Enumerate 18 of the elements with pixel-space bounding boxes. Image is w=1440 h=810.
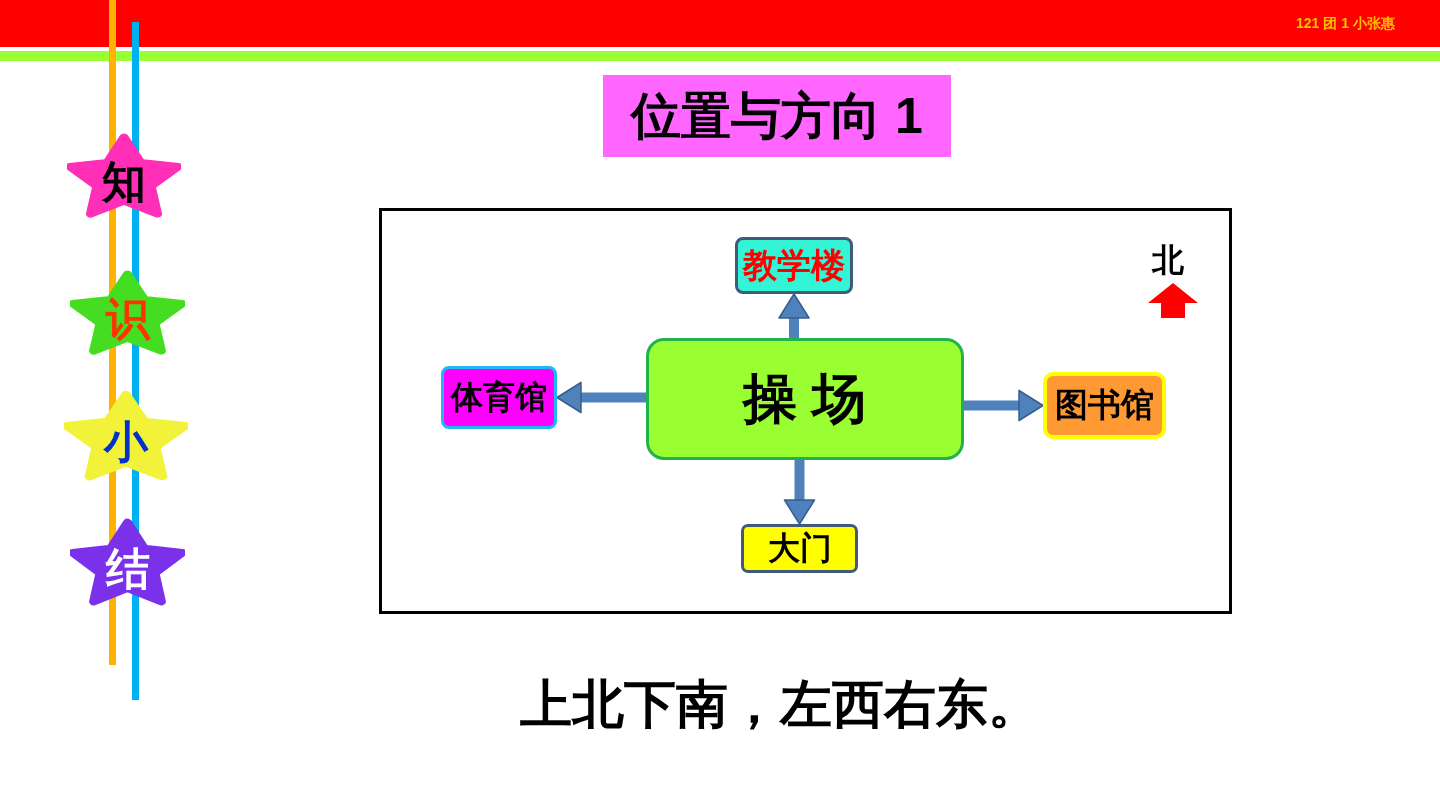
direction-label: 北 [1152,241,1184,279]
star-label: 结 [105,546,150,591]
location-box: 体育馆 [441,366,557,429]
star-label: 知 [102,160,146,204]
star-label: 识 [105,297,150,341]
author-credit: 121 团 1 小张惠 [1296,14,1395,33]
map-frame [379,208,1232,614]
arrow [783,460,816,525]
location-box: 图书馆 [1043,372,1166,439]
gate-box: 大门 [741,524,858,573]
star-label: 小 [104,420,148,464]
playground-box: 操 场 [646,338,964,460]
arrow [778,293,810,338]
title-banner: 位置与方向 1 [603,75,951,157]
caption-text: 上北下南，左西右东。 [520,674,1040,735]
arrow [964,389,1044,422]
location-box: 教学楼 [735,237,853,294]
arrow [556,381,646,414]
